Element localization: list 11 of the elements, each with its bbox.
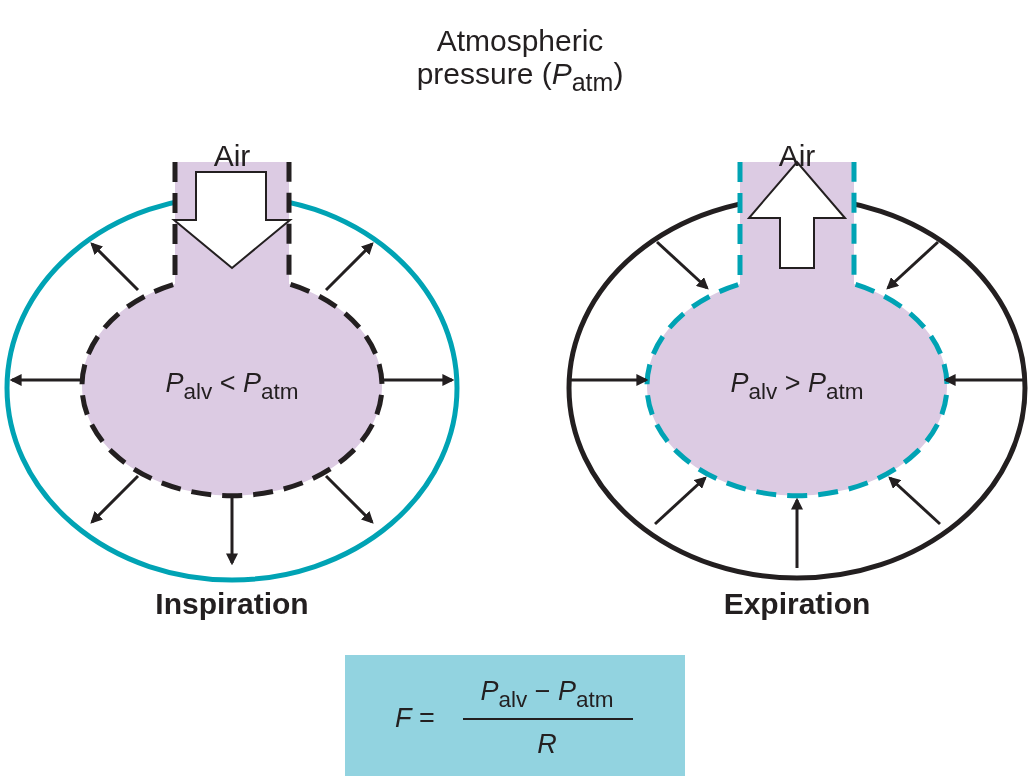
air-label: Air (213, 138, 251, 172)
pressure-relation: P$_{alv}$ > P$_{atm}$ (730, 369, 864, 405)
caption: Expiration (723, 586, 871, 620)
caption: Inspiration (155, 586, 309, 620)
formula-numerator: P$_{alv}$ − P$_{atm}$ (480, 677, 614, 713)
title: Atmospheric pressure (P$_{atm}$) (415, 23, 625, 97)
air-label: Air (778, 138, 816, 172)
pressure-relation: P$_{alv}$ < P$_{atm}$ (165, 369, 299, 405)
formula-box (345, 655, 685, 776)
formula-term: F = (395, 704, 435, 734)
formula-denominator: R (537, 730, 557, 760)
